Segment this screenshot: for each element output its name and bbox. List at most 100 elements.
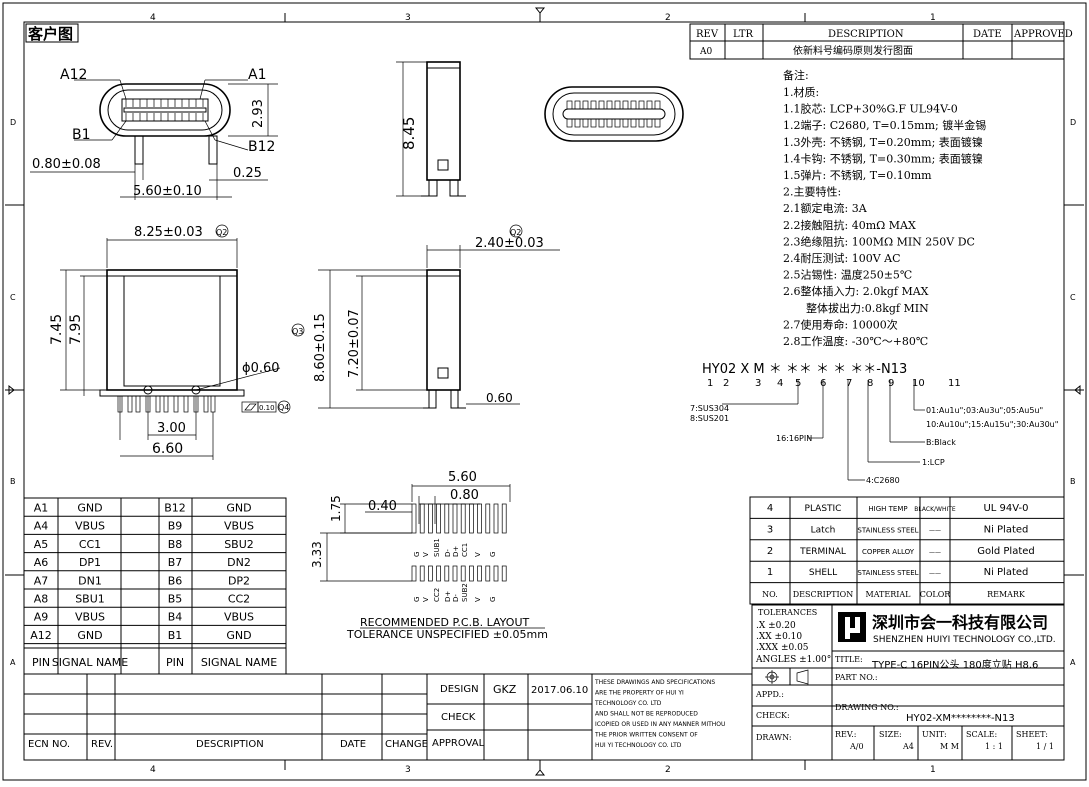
pcb-top-label: CC1	[461, 543, 469, 557]
material-cell: 1	[767, 567, 773, 578]
q2-badge-a: Q2	[216, 228, 227, 237]
pcb-pad-bottom	[493, 565, 499, 582]
pcb-pad-top	[419, 503, 425, 534]
dim-5-60: 5.60±0.10	[133, 184, 202, 199]
note-line: 2.主要特性:	[783, 185, 841, 199]
face-contact-bottom	[614, 118, 621, 128]
note-line: 2.4耐压测试: 100V AC	[783, 252, 901, 265]
zone-left-D: D	[10, 118, 16, 127]
face-contact-bottom	[646, 118, 653, 128]
code-position: 9	[888, 378, 894, 389]
design-date: 2017.06.10	[531, 685, 588, 696]
pin-header-cell: SIGNAL NAME	[52, 656, 128, 669]
pin-cell: CC2	[228, 593, 250, 606]
notice-line: TECHNOLOGY CO. LTD	[594, 700, 662, 707]
description-col-label: DESCRIPTION	[196, 739, 264, 750]
pin-cell: B12	[164, 502, 186, 515]
pcb-pad-top	[428, 503, 433, 534]
material-cell: Gold Plated	[977, 546, 1035, 557]
face-contact-top	[566, 100, 573, 110]
face-contact-top	[638, 100, 645, 110]
material-cell: STAINLESS STEEL	[857, 569, 918, 577]
pcb-top-label: V	[422, 552, 430, 557]
face-contact-bottom	[654, 118, 661, 128]
pcb-top-label: SUB1	[433, 538, 441, 557]
rev-value: A0	[699, 47, 712, 57]
dim-2-93: 2.93	[251, 99, 266, 128]
note-line: 2.2接触阻抗: 40mΩ MAX	[783, 218, 916, 232]
zone-left-C: C	[10, 293, 16, 302]
pcb-pad-bottom	[428, 565, 433, 582]
tol-line-3: ANGLES ±1.00°	[755, 655, 831, 665]
center-arrow-top-icon	[534, 7, 546, 14]
zone-top-2: 2	[665, 13, 671, 23]
note-line: 1.材质:	[783, 85, 819, 99]
scale-value: 1 : 1	[985, 742, 1003, 751]
pin-cell: SBU1	[75, 593, 105, 606]
pin-cell: GND	[77, 502, 102, 515]
pin-cell: A8	[34, 593, 49, 606]
pin-header-cell: SIGNAL NAME	[201, 656, 277, 669]
face-contact-top	[590, 100, 597, 110]
code-position: 6	[820, 378, 826, 389]
material-cell: UL 94V-0	[983, 503, 1028, 514]
note-line: 2.8工作温度: -30℃～+80℃	[783, 334, 928, 348]
front-view: A12 A1 B1 B12 2.93 0.80±0.08 5.60±0.10 0…	[30, 67, 278, 200]
zone-top-3: 3	[405, 13, 411, 23]
pcb-pad-top	[460, 503, 466, 534]
appd-label: APPD.:	[755, 690, 784, 699]
tol-title: TOLERANCES	[758, 608, 817, 617]
q3-badge: Q3	[292, 327, 303, 336]
pin-cell: B8	[168, 538, 183, 551]
material-cell: PLASTIC	[805, 504, 842, 514]
rev-label: REV.:	[835, 730, 856, 739]
material-header-cell: NO.	[762, 590, 778, 599]
pin-cell: A7	[34, 574, 49, 587]
center-arrow-left-icon	[8, 384, 15, 396]
notice-line: AND SHALL NOT BE REPRODUCED	[595, 711, 698, 718]
pin-header-cell: PIN	[166, 656, 184, 669]
pcb-dim-0-40: 0.40	[368, 499, 397, 514]
pcb-pad-bottom	[444, 565, 450, 582]
dim-7-95: 7.95	[68, 314, 84, 345]
q2-badge-b: Q2	[510, 228, 521, 237]
material-cell: Latch	[811, 525, 836, 535]
drawing-title: 客户图	[27, 25, 73, 43]
inner-frame	[23, 21, 1065, 761]
code-position: 3	[755, 378, 761, 389]
note-line: 1.5弹片: 不锈钢, T=0.10mm	[783, 168, 932, 182]
title-label: TITLE:	[835, 655, 863, 664]
pin-cell: B1	[168, 629, 183, 642]
material-cell: TERMINAL	[799, 547, 846, 557]
notice-line: THE PRIOR WRITTEN CONSENT OF	[594, 732, 698, 739]
note-line: 1.3外壳: 不锈钢, T=0.20mm; 表面镀镍	[783, 135, 983, 149]
dim-0-60-b: 0.60	[486, 391, 513, 405]
company-logo	[838, 612, 866, 642]
material-header-cell: REMARK	[987, 590, 1026, 599]
pcb-pad-bottom	[419, 565, 425, 582]
revision-table: REV LTR DESCRIPTION DATE APPROVED A0 依新料…	[689, 23, 1073, 60]
scale-label: SCALE:	[966, 730, 997, 739]
dim-2-40: 2.40±0.03	[475, 236, 544, 251]
design-label: DESIGN	[440, 684, 479, 695]
front-elevation: 8.25±0.03 Q2 7.45 7.95 ϕ0.60 3.00 6.60 0…	[49, 224, 291, 460]
face-contact-top	[654, 100, 661, 110]
pin-cell: GND	[226, 502, 251, 515]
material-cell: HIGH TEMP	[868, 505, 907, 513]
size-label: SIZE:	[879, 730, 902, 739]
dim-phi-0-60: ϕ0.60	[242, 361, 280, 376]
code-position: 11	[948, 378, 961, 389]
material-cell: COPPER ALLOY	[862, 548, 915, 556]
terminal-leg	[127, 395, 133, 413]
face-contact-bottom	[574, 118, 581, 128]
pcb-pad-top	[477, 503, 482, 534]
date-header: DATE	[973, 29, 1002, 40]
pcb-dim-1-75: 1.75	[329, 495, 343, 522]
code-position: 8	[867, 378, 873, 389]
pcb-pad-bottom	[460, 565, 466, 582]
material-cell: ——	[929, 570, 941, 577]
pcb-pad-bottom	[469, 565, 474, 582]
pcb-pad-bottom	[477, 565, 482, 582]
